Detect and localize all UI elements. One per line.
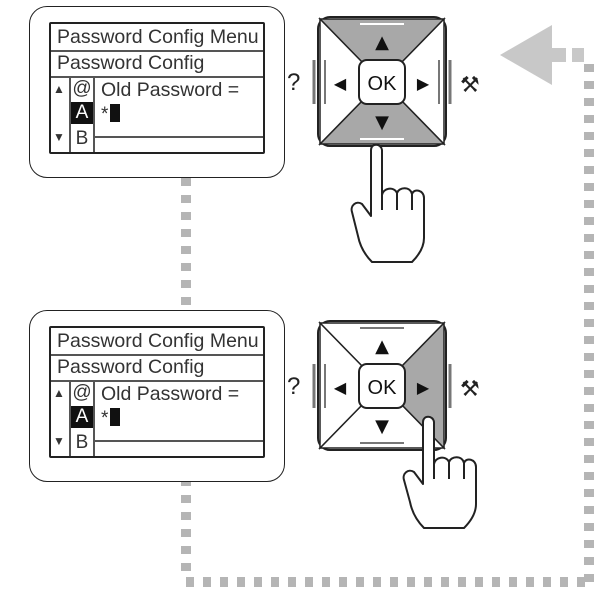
char-above: @ xyxy=(72,78,92,99)
flow-arrow-tail xyxy=(552,48,566,62)
scroll-down-icon: ▼ xyxy=(53,434,65,448)
scroll-down-icon: ▼ xyxy=(53,130,65,144)
up-arrow-icon: ▲ xyxy=(375,32,389,53)
up-arrow-icon: ▲ xyxy=(375,336,389,357)
down-arrow-icon: ▼ xyxy=(375,416,389,437)
ok-label: OK xyxy=(368,377,398,399)
right-arrow-icon: ▶ xyxy=(417,378,430,397)
field-value: * xyxy=(101,408,121,430)
field-label: Old Password = xyxy=(101,79,240,101)
char-below: B xyxy=(75,128,89,149)
screen-subtitle: Password Config xyxy=(57,356,205,378)
field-value: * xyxy=(101,104,121,126)
left-arrow-icon: ◀ xyxy=(334,378,347,397)
help-key-label: ? xyxy=(287,373,301,400)
tools-icon: ⚒ xyxy=(460,73,480,98)
scroll-up-icon: ▲ xyxy=(53,386,65,400)
ok-key[interactable] xyxy=(358,59,406,105)
down-arrow-icon: ▼ xyxy=(375,112,389,133)
lcd-screen: Password Config Menu Password Config ▲ ▼… xyxy=(49,22,265,154)
scroll-up-icon: ▲ xyxy=(53,82,65,96)
screen-subtitle: Password Config xyxy=(57,52,205,74)
flow-arrow-head xyxy=(500,25,552,85)
pointing-hand-icon xyxy=(402,415,477,529)
field-label: Old Password = xyxy=(101,383,240,405)
ok-label: OK xyxy=(368,73,398,95)
char-selected: A xyxy=(71,102,93,124)
tools-icon: ⚒ xyxy=(460,377,480,402)
right-arrow-icon: ▶ xyxy=(417,74,430,93)
nav-keypad-step2: ▲ ▼ ◀ ▶ OK ⚒ xyxy=(312,320,480,529)
ok-key[interactable] xyxy=(358,363,406,409)
screen-title: Password Config Menu xyxy=(57,330,259,352)
help-key-label: ? xyxy=(287,69,301,96)
nav-keypad-step1: ▲ ▼ ◀ ▶ OK ⚒ xyxy=(312,16,480,263)
lcd-panel-step2: Password Config Menu Password Config ▲ ▼… xyxy=(29,310,285,482)
text-cursor xyxy=(110,104,121,122)
lcd-screen: Password Config Menu Password Config ▲ ▼… xyxy=(49,326,265,458)
left-arrow-icon: ◀ xyxy=(334,74,347,93)
char-above: @ xyxy=(72,382,92,403)
char-selected: A xyxy=(71,406,93,428)
lcd-panel-step1: Password Config Menu Password Config ▲ ▼… xyxy=(29,6,285,178)
text-cursor xyxy=(110,408,121,426)
char-below: B xyxy=(75,432,89,453)
screen-title: Password Config Menu xyxy=(57,26,259,48)
pointing-hand-icon xyxy=(350,143,425,263)
